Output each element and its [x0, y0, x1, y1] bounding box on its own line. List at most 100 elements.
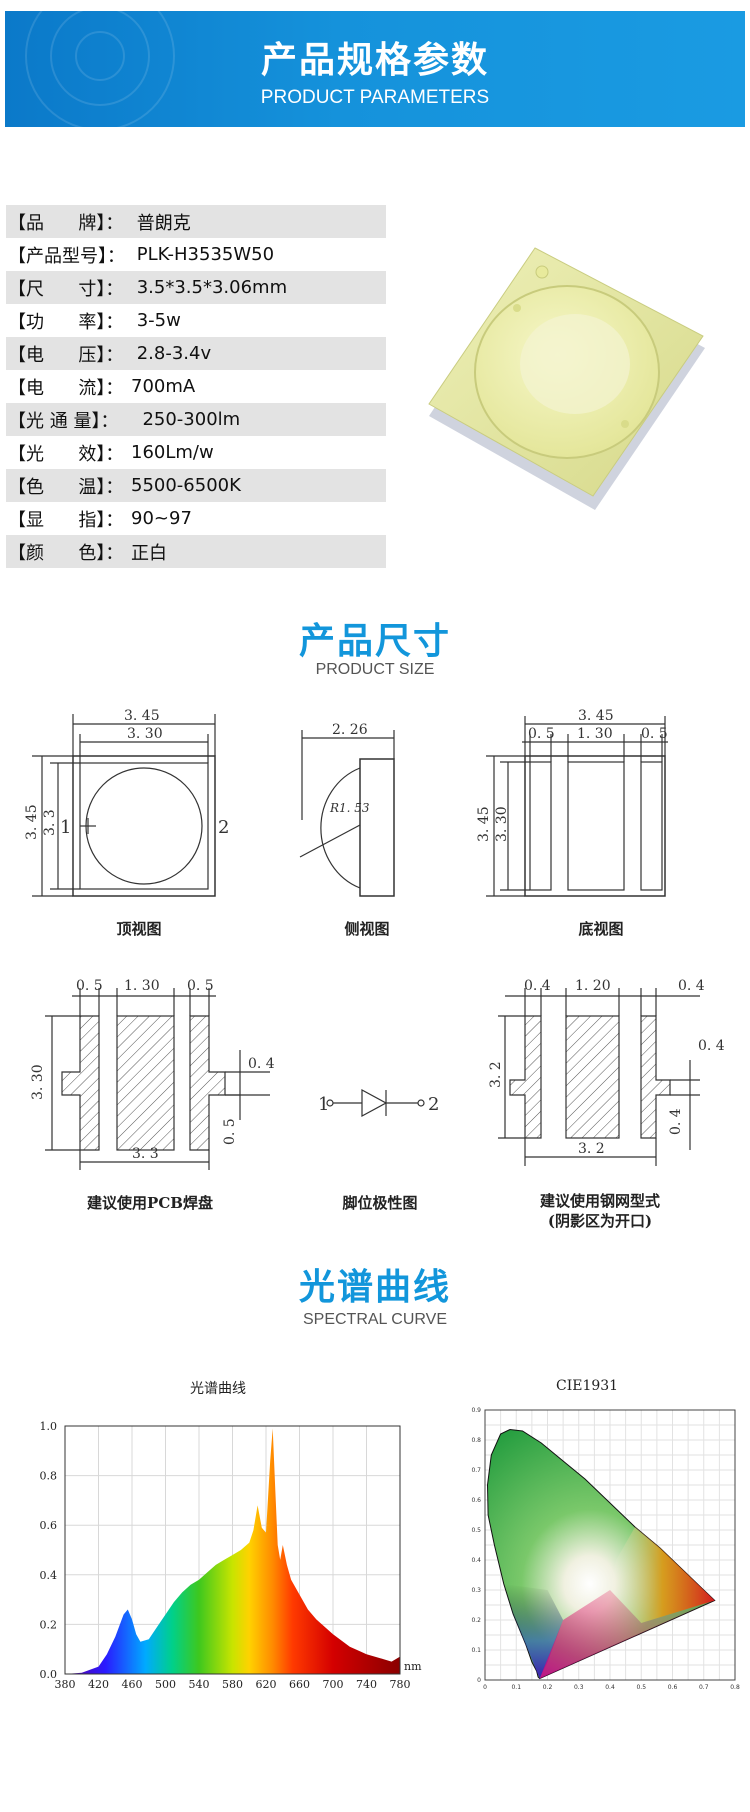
- spec-label: 【功 率】：: [8, 311, 124, 333]
- polarity-diagram: [326, 1088, 425, 1118]
- cie-y-tick: 0.4: [471, 1557, 481, 1564]
- spec-value: 160Lm/w: [131, 442, 214, 463]
- decor-swirl: [50, 6, 150, 106]
- caption-pcb-pad: 建议使用PCB焊盘: [87, 1194, 213, 1212]
- spec-row: 【产品型号】： PLK-H3535W50: [6, 238, 386, 271]
- dim-label: 3. 30: [494, 806, 510, 842]
- dim-label: 0. 5: [641, 726, 668, 742]
- spec-value: PLK-H3535W50: [131, 244, 275, 265]
- dim-label: 0. 5: [187, 978, 214, 994]
- spec-row: 【光 通 量】： 250-300lm: [6, 403, 386, 436]
- dim-label: 3. 2: [578, 1141, 605, 1157]
- spec-row: 【尺 寸】： 3.5*3.5*3.06mm: [6, 271, 386, 304]
- dim-label: 0. 4: [678, 978, 705, 994]
- cie-y-tick: 0.1: [471, 1647, 481, 1654]
- caption-side-view: 侧视图: [344, 920, 390, 938]
- caption-stencil-2: (阴影区为开口): [547, 1212, 653, 1230]
- spec-label: 【电 压】：: [8, 344, 124, 366]
- cie-x-tick: 0.7: [699, 1684, 709, 1691]
- pcb-pad-drawing: [45, 988, 270, 1170]
- dim-label: 0. 5: [222, 1118, 238, 1145]
- dim-label: 1. 30: [124, 978, 160, 994]
- dimension-drawing: 3. 45 3. 30 3. 45 3. 3 1 2 2. 26 R1. 53 …: [24, 708, 725, 1170]
- page-title: 产品规格参数: [260, 40, 489, 81]
- spec-row: 【光 效】：160Lm/w: [6, 436, 386, 469]
- spec-value: 5500-6500K: [131, 475, 241, 496]
- spec-value: 正白: [131, 542, 167, 564]
- spectrum-y-tick: 0.6: [40, 1519, 58, 1532]
- spectrum-plot-frame: [64, 1425, 401, 1675]
- spectrum-y-tick: 1.0: [40, 1420, 58, 1433]
- cie-red-region: [610, 1527, 715, 1623]
- spectrum-x-tick: 380: [55, 1678, 76, 1691]
- dim-label: 0. 5: [76, 978, 103, 994]
- decor-swirl: [25, 0, 175, 131]
- pin-label: 2: [218, 817, 229, 838]
- led-mark: [535, 265, 549, 279]
- spec-row: 【电 压】： 2.8-3.4v: [6, 337, 386, 370]
- dim-label: 3. 3: [42, 809, 58, 836]
- spectrum-x-tick: 460: [122, 1678, 143, 1691]
- pin-label: 1: [318, 1094, 329, 1115]
- spectrum-section-subtitle: SPECTRAL CURVE: [302, 1311, 448, 1328]
- spec-label: 【颜 色】：: [8, 542, 124, 564]
- spec-label: 【产品型号】：: [8, 245, 125, 267]
- dim-label: 0. 4: [248, 1056, 275, 1072]
- led-mark: [621, 420, 629, 428]
- cie-y-tick: 0: [477, 1677, 481, 1684]
- dim-label: 3. 30: [127, 726, 163, 742]
- bottom-view-drawing: [486, 716, 668, 897]
- spec-value: 普朗克: [131, 212, 191, 234]
- dim-label: 3. 45: [124, 708, 160, 724]
- spec-label: 【色 温】：: [8, 476, 124, 498]
- spectrum-x-tick: 740: [356, 1678, 377, 1691]
- cie-y-tick: 0.3: [471, 1587, 481, 1594]
- spectrum-x-tick: 620: [256, 1678, 277, 1691]
- spec-row: 【功 率】： 3-5w: [6, 304, 386, 337]
- cie-y-tick: 0.9: [471, 1407, 481, 1414]
- spectrum-x-tick: 540: [189, 1678, 210, 1691]
- spec-label: 【尺 寸】：: [8, 278, 124, 300]
- dim-label: 3. 3: [132, 1146, 159, 1162]
- size-section-subtitle: PRODUCT SIZE: [315, 661, 435, 678]
- spectrum-section-title: 光谱曲线: [298, 1267, 451, 1308]
- cie-chart-title: CIE1931: [556, 1378, 619, 1394]
- led-chip: [520, 314, 630, 414]
- spec-value: 2.8-3.4v: [131, 343, 212, 364]
- spec-row: 【电 流】：700mA: [6, 370, 386, 403]
- spectrum-y-tick: 0.0: [40, 1668, 58, 1681]
- dim-label: 1. 20: [575, 978, 611, 994]
- spec-value: 3-5w: [131, 310, 181, 331]
- spectrum-x-tick: 780: [390, 1678, 411, 1691]
- spec-label: 【光 通 量】：: [8, 410, 119, 432]
- cie-x-tick: 0.3: [574, 1684, 584, 1691]
- spectrum-x-tick: 580: [222, 1678, 243, 1691]
- spectrum-x-tick: 700: [323, 1678, 344, 1691]
- spec-value: 250-300lm: [131, 409, 241, 430]
- spectrum-y-tick: 0.8: [40, 1470, 58, 1483]
- dim-label: R1. 53: [329, 801, 370, 815]
- cie-x-tick: 0.5: [636, 1684, 646, 1691]
- cie-x-tick: 0.2: [543, 1684, 553, 1691]
- cie-x-tick: 0.6: [668, 1684, 678, 1691]
- cie-purple-region: [539, 1590, 715, 1679]
- dim-label: 0. 4: [524, 978, 551, 994]
- dim-label: 2. 26: [332, 722, 368, 738]
- led-product-image: [428, 247, 705, 510]
- cie-x-tick: 0.4: [605, 1684, 615, 1691]
- spec-row: 【颜 色】： 正白: [6, 535, 386, 568]
- page-subtitle: PRODUCT PARAMETERS: [260, 87, 490, 108]
- dim-label: 1. 30: [577, 726, 613, 742]
- spec-value: 3.5*3.5*3.06mm: [131, 277, 288, 298]
- spectrum-y-tick: 0.4: [40, 1569, 58, 1582]
- spec-value: 90~97: [131, 508, 192, 529]
- dim-label: 0. 4: [668, 1108, 684, 1135]
- side-view-drawing: [299, 730, 395, 897]
- spectrum-x-axis-label: nm: [404, 1660, 422, 1673]
- cie-blue-region: [503, 1584, 564, 1679]
- cie-x-tick: 0: [483, 1684, 487, 1691]
